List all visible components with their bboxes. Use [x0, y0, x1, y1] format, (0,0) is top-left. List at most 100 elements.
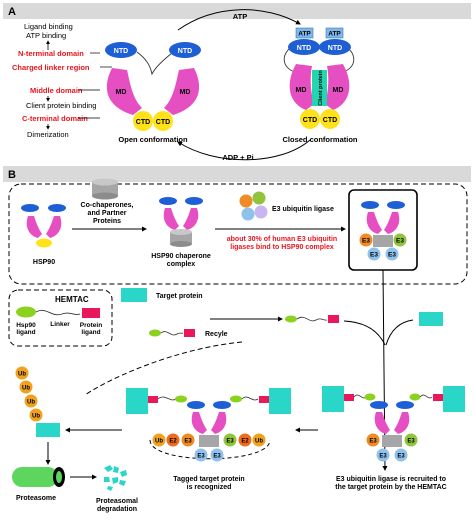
atp-binding-label: ATP binding	[26, 31, 66, 40]
panel-b-label: B	[8, 169, 16, 181]
closed-conformation: ATP ATP NTD NTD MD MD Client protein CTD…	[282, 27, 358, 144]
ctd-right	[153, 111, 173, 131]
cochaperone-icon	[92, 178, 118, 200]
closed-md-left	[289, 64, 314, 110]
client-binding-label: Client protein binding	[26, 101, 96, 110]
degradation-line-2: degradation	[97, 506, 137, 513]
panel-a-header	[3, 3, 471, 19]
recruited-caption-line-2: the target protein by the HEMTAC	[335, 484, 446, 491]
e3-label-2: E3	[396, 238, 404, 245]
open-caption: Open conformation	[118, 135, 188, 144]
e3-ligase-icon	[239, 191, 268, 221]
tagged-e2-right: E2	[241, 439, 249, 445]
ub-label-1: Ub	[18, 372, 26, 378]
target-protein-icon	[121, 288, 147, 302]
recruited-e3-bottom-left: E3	[379, 454, 387, 460]
closed-ctd-left	[300, 109, 320, 129]
open-linker	[136, 49, 177, 76]
ub-label-3: Ub	[27, 400, 35, 406]
hemtac-linker	[296, 316, 328, 322]
hemtac-protein-ligand	[328, 315, 339, 323]
adp-arrow-label: ADP + Pi	[222, 153, 253, 162]
tagged-ub-right: Ub	[255, 439, 263, 445]
ub-label-4: Ub	[32, 414, 40, 420]
hemtac-ligand	[285, 315, 297, 323]
ubiquitin-chain	[15, 366, 43, 422]
hemtac-legend-box	[8, 289, 113, 347]
closed-md-left-label: MD	[296, 87, 307, 94]
hsp90-e3-complex-box	[348, 189, 418, 271]
panel-b-header	[3, 166, 471, 182]
client-protein-label: Client protein	[318, 70, 324, 106]
tagged-ub-left: Ub	[155, 439, 163, 445]
recycle-protein-ligand	[184, 329, 195, 337]
recruited-e3-right: E3	[407, 439, 415, 445]
hemtac-merge-line	[343, 320, 386, 346]
tagged-e2-left: E2	[169, 439, 177, 445]
hsp90-small	[21, 204, 66, 248]
e3-note-line-1: about 30% of human E3 ubiquitin	[227, 236, 337, 243]
atp-right	[325, 27, 344, 39]
linker-label: Linker	[50, 321, 70, 328]
proteasome-label: Proteasome	[16, 495, 56, 502]
md-right	[164, 68, 200, 115]
hsp90-ligand-line-2: ligand	[16, 329, 35, 336]
recruited-e3-left: E3	[369, 439, 377, 445]
closed-ctd-right	[320, 109, 340, 129]
closed-ntd-right-label: NTD	[328, 45, 342, 52]
ligand-binding-label: Ligand binding	[24, 22, 73, 31]
target-protein-label: Target protein	[156, 293, 203, 300]
ctd-left-label: CTD	[136, 119, 150, 126]
ub-label-2: Ub	[22, 386, 30, 392]
e3-ligase-label: E3 ubiquitin ligase	[272, 206, 334, 213]
e3-label-3: E3	[370, 252, 378, 259]
hsp90-ligand-line-1: Hsp90	[16, 322, 36, 329]
recruited-caption-line-1: E3 ubiquitin ligase is recruited to	[336, 476, 446, 483]
ctd-right-label: CTD	[156, 119, 170, 126]
complex-formation-box	[8, 183, 468, 285]
adp-arrow	[177, 139, 311, 161]
closed-ntd-left-label: NTD	[297, 45, 311, 52]
hsp90-complex	[159, 197, 203, 247]
hsp90-label: HSP90	[33, 259, 55, 266]
md-left	[106, 68, 142, 115]
ctd-left	[133, 111, 153, 131]
c-terminal-label: C-terminal domain	[22, 114, 88, 123]
atp-arrow-label: ATP	[233, 12, 247, 21]
closed-ntd-left	[288, 39, 320, 55]
middle-domain-label: Middle domain	[30, 86, 83, 95]
client-protein	[312, 70, 327, 106]
cochaperones-line-2: and Partner	[88, 210, 127, 217]
charged-linker-label: Charged linker region	[12, 63, 90, 72]
protein-ligand-icon	[82, 308, 100, 318]
md-left-label: MD	[116, 89, 127, 96]
e3-note-line-2: ligases bind to HSP90 complex	[230, 244, 334, 251]
tagged-caption-line-1: Tagged target protein	[173, 476, 244, 483]
tagged-e3-right: E3	[226, 439, 234, 445]
free-target-protein	[419, 312, 443, 326]
degraded-fragments-icon	[104, 465, 127, 491]
closed-ctd-right-label: CTD	[323, 117, 337, 124]
atp-left-label: ATP	[298, 31, 311, 38]
tagged-e3-bottom-right: E3	[213, 454, 221, 460]
protein-ligand-line-1: Protein	[80, 322, 102, 329]
complex-line-1: HSP90 chaperone	[151, 253, 211, 260]
e3-label-4: E3	[388, 252, 396, 259]
recycle-ligand	[149, 329, 161, 337]
hemtac-title: HEMTAC	[55, 295, 89, 304]
dimerization-label: Dimerization	[27, 130, 69, 139]
tagged-e3-bottom-left: E3	[197, 454, 205, 460]
recycle-dashed-arrow	[84, 341, 243, 396]
ntd-right	[169, 42, 201, 58]
closed-md-right-label: MD	[333, 87, 344, 94]
cochaperones-line-3: Proteins	[93, 218, 121, 225]
ntd-left-label: NTD	[114, 48, 128, 55]
closed-caption: Closed conformation	[282, 135, 357, 144]
hsp90-ligand-icon	[16, 306, 36, 318]
degradation-line-1: Proteasomal	[96, 498, 138, 505]
tagged-complex	[126, 388, 291, 462]
ntd-left	[105, 42, 137, 58]
md-right-label: MD	[180, 89, 191, 96]
atp-right-label: ATP	[328, 31, 341, 38]
